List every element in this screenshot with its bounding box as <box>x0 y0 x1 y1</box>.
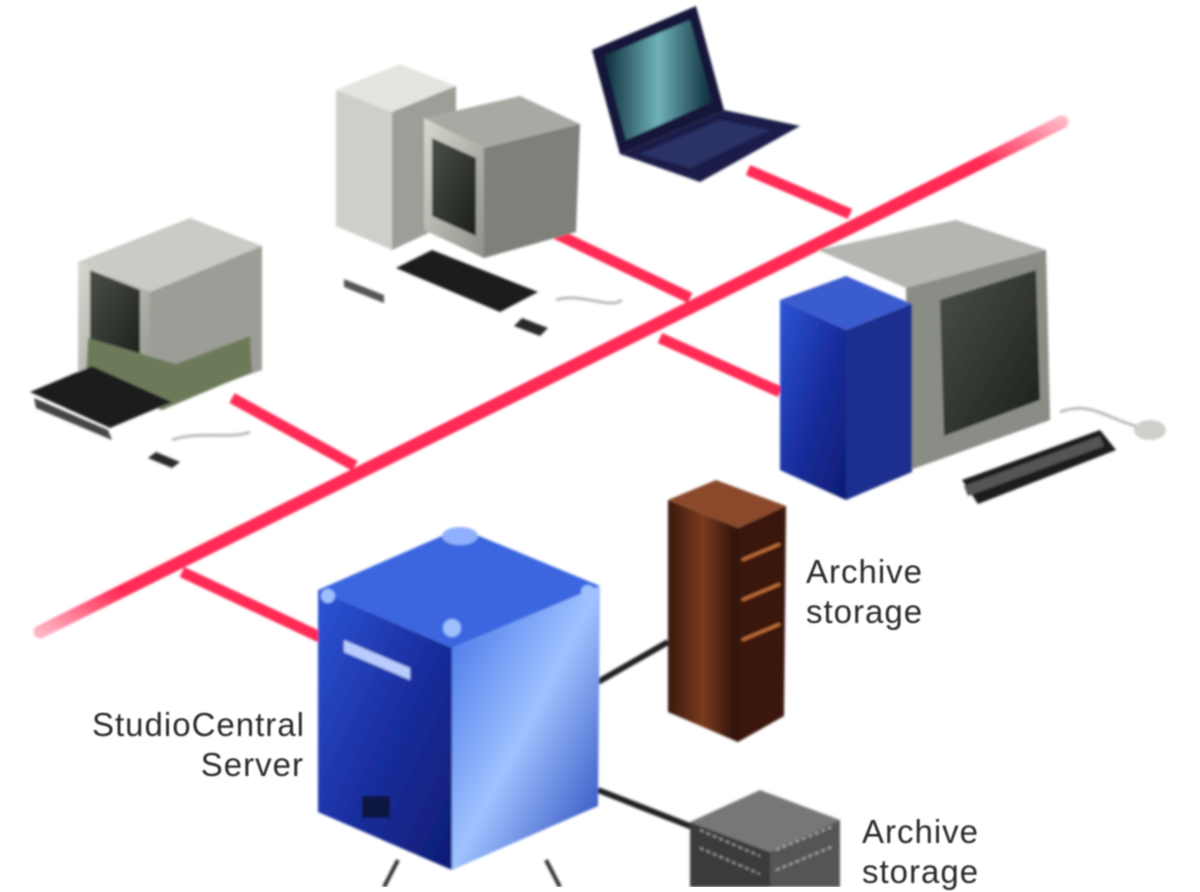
tower-workstation-icon <box>336 64 623 336</box>
link-blue-workstation <box>657 332 783 398</box>
laptop-icon <box>592 6 800 182</box>
server-cable-right <box>544 859 562 887</box>
link-laptop <box>745 164 853 220</box>
blue-workstation-icon <box>780 220 1166 504</box>
server-cube-icon <box>318 527 600 870</box>
archive-rack-icon <box>668 480 786 742</box>
network-bus <box>33 115 1069 639</box>
server-label-line1: StudioCentral <box>92 706 305 743</box>
desktop-computer-icon <box>30 218 262 468</box>
link-tower <box>537 221 693 303</box>
archive-tape-library-icon <box>690 790 840 887</box>
server-label-line2: Server <box>200 746 304 783</box>
archive-storage-label-1: Archive storage <box>806 552 923 632</box>
archive-storage-label-2-line1: Archive <box>862 813 980 850</box>
server-cable-left <box>382 859 400 887</box>
server-label: StudioCentral Server <box>92 705 304 785</box>
archive-storage-label-2: Archive storage <box>862 812 979 892</box>
link-archive-rack <box>596 639 670 685</box>
archive-storage-label-1-line1: Archive <box>806 553 924 590</box>
link-archive-library <box>596 787 702 833</box>
archive-storage-label-2-line2: storage <box>862 853 980 890</box>
link-server <box>179 567 325 643</box>
archive-storage-label-1-line2: storage <box>806 593 924 630</box>
link-desktop <box>229 393 358 471</box>
